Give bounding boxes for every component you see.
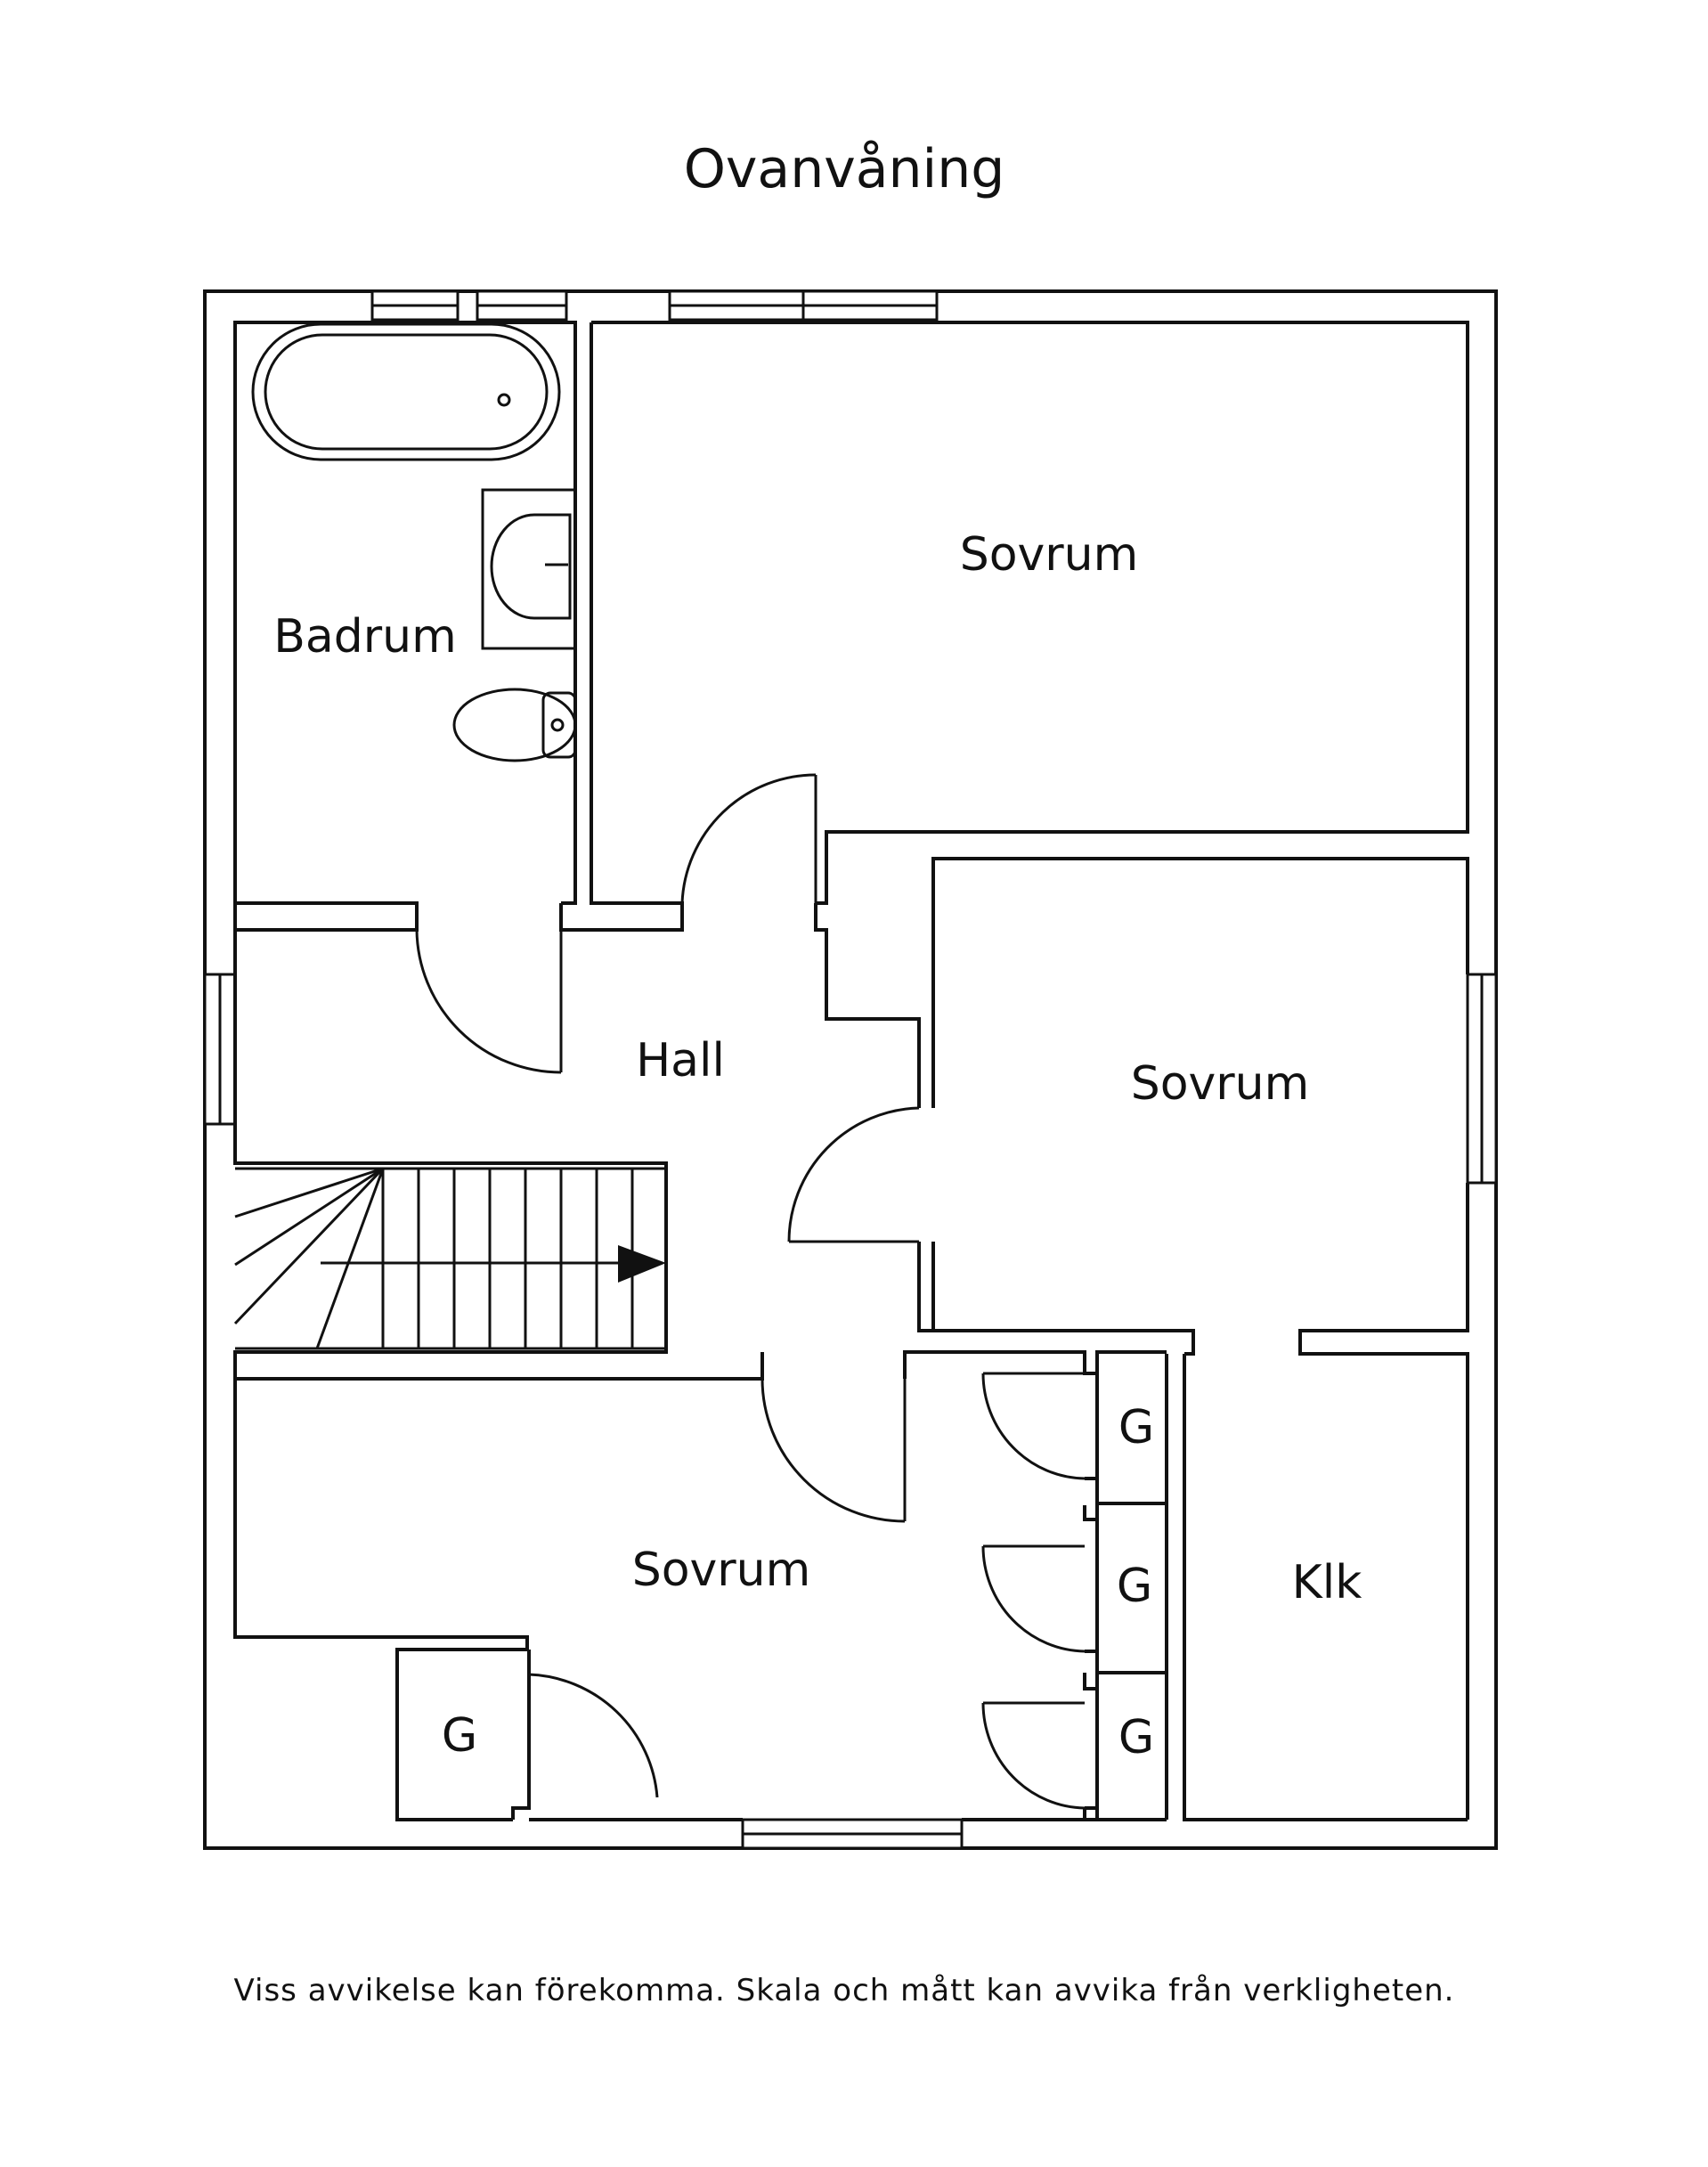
interior-walls xyxy=(233,321,1469,1821)
door-bedroom-right xyxy=(787,1106,920,1243)
floor-title: Ovanvåning xyxy=(684,138,1005,200)
window-bedroom-bottom xyxy=(741,1818,964,1850)
disclaimer-text: Viss avvikelse kan förekomma. Skala och … xyxy=(234,1973,1455,2008)
door-wardrobe-1 xyxy=(981,1372,1086,1480)
toilet-icon xyxy=(452,688,577,762)
bathroom-fixtures xyxy=(251,322,577,762)
door-wardrobe-2 xyxy=(981,1544,1086,1653)
staircase xyxy=(233,1167,668,1350)
room-label-hall: Hall xyxy=(636,1034,725,1088)
windows xyxy=(203,289,1498,1850)
window-hall-left xyxy=(203,973,237,1126)
room-label-sovrum-right: Sovrum xyxy=(1131,1057,1310,1111)
bathtub-icon xyxy=(251,322,561,461)
window-bedroom-right xyxy=(1466,973,1498,1185)
room-label-wardrobe-4: G xyxy=(442,1709,477,1763)
window-bathroom-2 xyxy=(476,289,568,322)
sink-icon xyxy=(481,488,577,650)
door-wardrobe-3 xyxy=(981,1701,1086,1810)
room-label-wardrobe-2: G xyxy=(1117,1560,1152,1613)
door-bedroom-top xyxy=(680,773,817,904)
stair-arrow-icon xyxy=(618,1245,666,1283)
door-bathroom xyxy=(415,929,563,1074)
door-wardrobe-4 xyxy=(527,1673,659,1808)
room-label-wardrobe-1: G xyxy=(1118,1401,1154,1454)
door-bedroom-bottom xyxy=(760,1378,907,1523)
room-label-sovrum-bottom: Sovrum xyxy=(632,1544,811,1597)
room-label-klk: Klk xyxy=(1292,1556,1362,1609)
window-bathroom-1 xyxy=(370,289,460,322)
doors xyxy=(415,773,1086,1810)
room-label-badrum: Badrum xyxy=(273,610,457,664)
window-bedroom-top xyxy=(668,289,939,322)
room-label-sovrum-top: Sovrum xyxy=(960,528,1139,582)
room-label-wardrobe-3: G xyxy=(1118,1711,1154,1764)
